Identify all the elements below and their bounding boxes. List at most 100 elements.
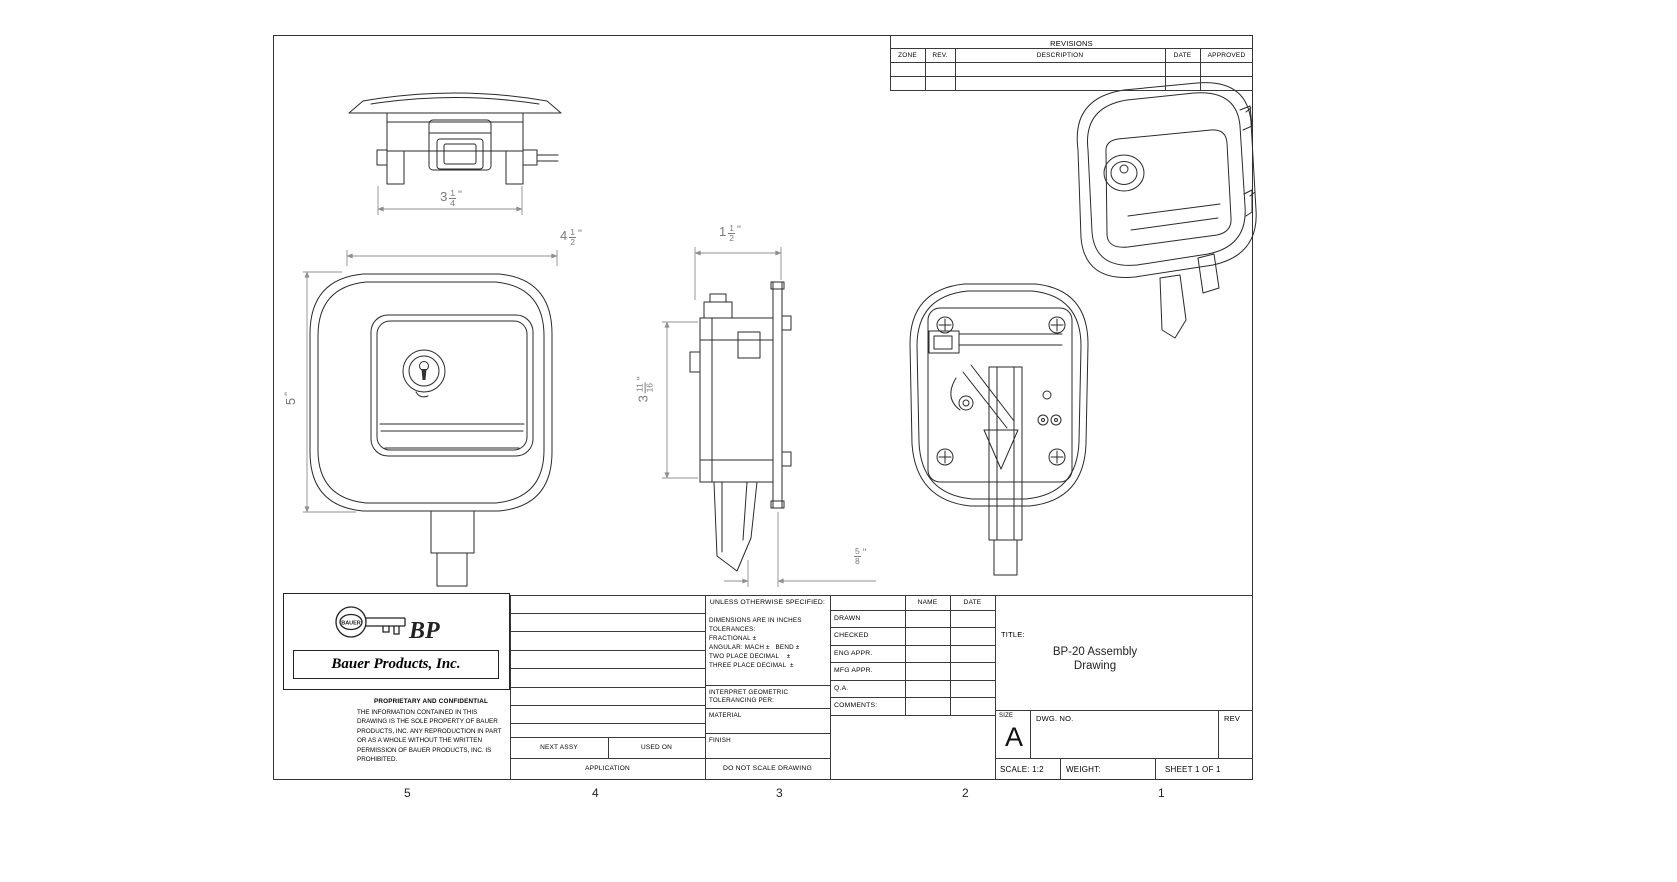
divider-line [830, 715, 995, 716]
zone-number-5: 5 [404, 786, 411, 800]
title-label: TITLE: [1001, 630, 1025, 639]
divider-line [510, 723, 705, 724]
drawing-title-line2: Drawing [1073, 660, 1117, 672]
divider-line [705, 685, 830, 686]
revisions-col-date: DATE [1173, 52, 1192, 59]
divider-line [510, 595, 1253, 596]
dimension-front-height: 5 " [283, 391, 299, 406]
revisions-title: REVISIONS [1050, 39, 1093, 48]
divider-line [830, 610, 995, 611]
divider-line [890, 48, 1253, 49]
angular-tolerance: ANGULAR: MACH ± BEND ± [709, 644, 800, 651]
divider-line [955, 48, 956, 90]
zone-number-3: 3 [776, 786, 783, 800]
signoff-row-comments: COMMENTS: [834, 702, 878, 709]
signoff-row-eng-appr: ENG APPR. [834, 650, 873, 657]
signoff-row-drawn: DRAWN [834, 615, 861, 622]
divider-line [705, 595, 706, 780]
drawing-views [303, 82, 1257, 587]
zone-number-4: 4 [592, 786, 599, 800]
revisions-col-zone: ZONE [898, 52, 917, 59]
three-place-tolerance: THREE PLACE DECIMAL ± [709, 662, 794, 669]
divider-line [510, 650, 705, 651]
divider-line [925, 48, 926, 90]
zone-number-1: 1 [1158, 786, 1165, 800]
divider-line [510, 631, 705, 632]
view-isometric [1076, 82, 1257, 339]
divider-line [705, 758, 830, 759]
divider-line [950, 595, 951, 715]
two-place-tolerance: TWO PLACE DECIMAL ± [709, 653, 791, 660]
next-assy-label: NEXT ASSY [540, 744, 578, 751]
proprietary-title: PROPRIETARY AND CONFIDENTIAL [373, 698, 489, 705]
divider-line [510, 687, 705, 688]
dimension-lines [303, 186, 876, 587]
drawing-title-line1: BP-20 Assembly [1052, 646, 1138, 658]
divider-line [890, 90, 1253, 91]
date-column-header: DATE [963, 599, 982, 606]
dimensions-in-inches: DIMENSIONS ARE IN INCHES [709, 617, 802, 624]
divider-line [1030, 710, 1031, 758]
size-value: A [1005, 722, 1024, 752]
logo-box [283, 593, 510, 690]
divider-line [905, 595, 906, 715]
divider-line [510, 668, 705, 669]
divider-line [1218, 710, 1219, 758]
divider-line [830, 645, 995, 646]
divider-line [830, 627, 995, 628]
proprietary-body: THE INFORMATION CONTAINED IN THIS DRAWIN… [357, 709, 502, 764]
revisions-col-description: DESCRIPTION [1036, 52, 1084, 59]
divider-line [705, 733, 830, 734]
divider-line [510, 613, 705, 614]
divider-line [1155, 758, 1156, 780]
divider-line [995, 758, 1253, 759]
divider-line [995, 595, 996, 780]
view-side [689, 281, 792, 572]
name-column-header: NAME [917, 599, 938, 606]
interpret-geometric-line1: INTERPRET GEOMETRIC [709, 689, 789, 696]
revisions-col-approved: APPROVED [1207, 52, 1246, 59]
signoff-row-mfg-appr: MFG APPR. [834, 667, 873, 674]
divider-line [830, 662, 995, 663]
logo-bp-text: BP [408, 618, 440, 644]
divider-line [510, 758, 705, 759]
divider-line [890, 76, 1253, 77]
finish-label: FINISH [709, 737, 731, 744]
divider-line [995, 710, 1253, 711]
size-label: SIZE [999, 713, 1014, 719]
sheet-label: SHEET 1 OF 1 [1165, 765, 1221, 774]
signoff-row-checked: CHECKED [834, 632, 869, 639]
dwg-no-label: DWG. NO. [1036, 714, 1074, 723]
divider-line [1165, 48, 1166, 90]
signoff-row-qa: Q.A. [834, 685, 849, 692]
zone-number-2: 2 [962, 786, 969, 800]
used-on-label: USED ON [640, 744, 672, 751]
material-label: MATERIAL [709, 712, 742, 719]
divider-line [890, 35, 891, 90]
fractional-tolerance: FRACTIONAL ± [709, 635, 757, 642]
application-label: APPLICATION [585, 765, 630, 772]
unless-otherwise-specified: UNLESS OTHERWISE SPECIFIED: [709, 599, 826, 606]
divider-line [608, 737, 609, 758]
divider-line [705, 708, 830, 709]
rev-label: REV [1224, 714, 1241, 723]
revisions-col-rev: REV. [932, 52, 948, 59]
divider-line [830, 595, 831, 780]
view-top [348, 92, 562, 185]
tolerances-label: TOLERANCES: [709, 626, 756, 633]
do-not-scale-label: DO NOT SCALE DRAWING [723, 765, 812, 772]
company-name: Bauer Products, Inc. [293, 650, 499, 679]
divider-line [890, 62, 1253, 63]
weight-label: WEIGHT: [1066, 765, 1101, 774]
divider-line [510, 737, 705, 738]
logo-oval-text: BAUER [341, 621, 361, 627]
view-back [909, 283, 1089, 576]
scale-value: SCALE: 1:2 [1000, 765, 1044, 774]
divider-line [830, 680, 995, 681]
